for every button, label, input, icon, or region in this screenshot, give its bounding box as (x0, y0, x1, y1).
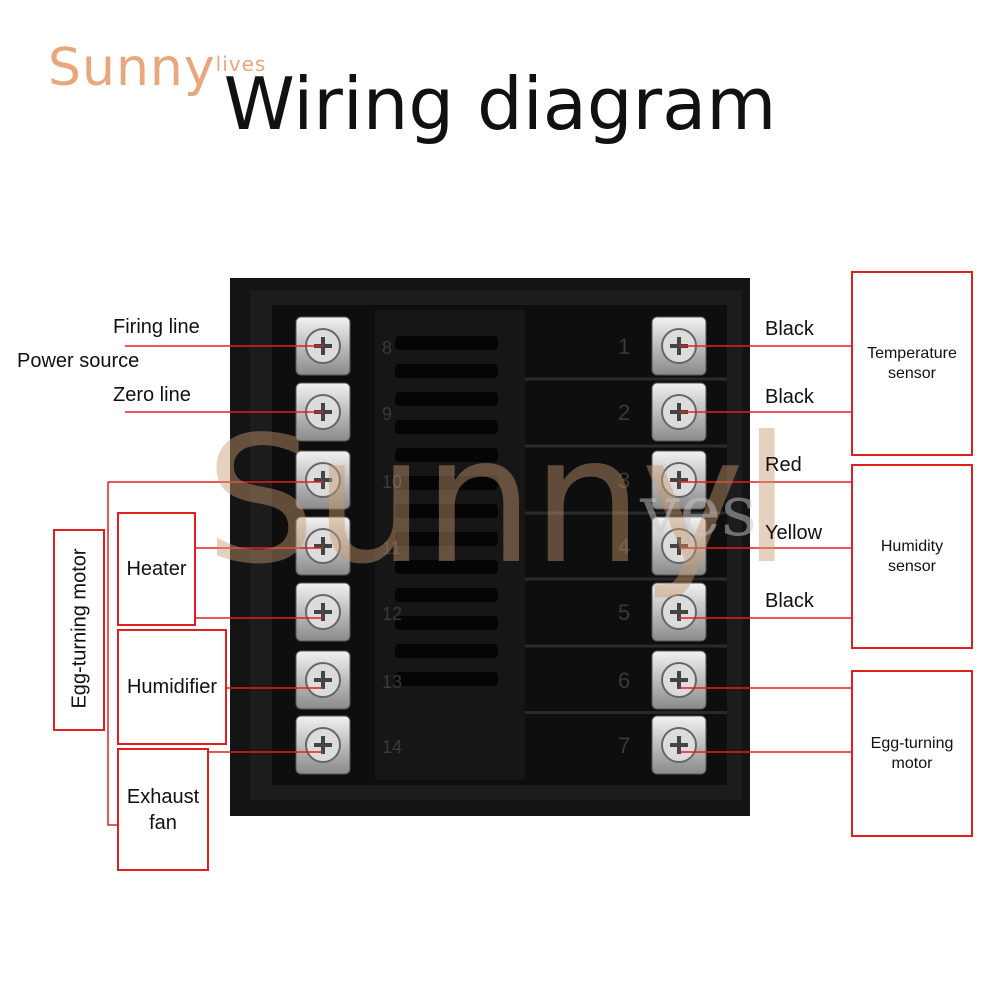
power-source-label: Power source (17, 350, 140, 372)
page-title: Wiring diagram (223, 62, 777, 146)
screw-terminal (295, 450, 351, 510)
vent-slot (395, 336, 498, 350)
terminal-row-separators (525, 377, 727, 714)
terminal-number-left: 12 (382, 604, 402, 624)
vent-slot (395, 504, 498, 518)
terminal-number-right: 2 (618, 400, 630, 425)
vent-slot (395, 476, 498, 490)
vent-slots (395, 336, 498, 686)
wire-color-label-3: Red (765, 454, 802, 476)
watermark-text: Sunnyl (205, 400, 791, 603)
terminal-number-right: 1 (618, 334, 630, 359)
watermark-small-text: ves (640, 470, 757, 552)
screw-terminal (295, 715, 351, 775)
terminal-number-right: 3 (618, 468, 630, 493)
exhaust-fan-label: Exhaust fan (126, 785, 200, 834)
egg-turning-motor-box-left (53, 529, 105, 731)
temperature-sensor-label: Temperature sensor (867, 344, 957, 382)
vent-slot (395, 420, 498, 434)
terminal-number-left: 11 (382, 538, 401, 558)
screw-terminal (651, 450, 707, 510)
terminal-number-left: 14 (382, 737, 402, 757)
screw-slot (314, 736, 332, 754)
screw-slot (670, 671, 688, 689)
screw-slot (314, 537, 332, 555)
screw-slot (670, 736, 688, 754)
vent-slot (395, 616, 498, 630)
screw-terminal (295, 650, 351, 710)
wire (107, 482, 117, 826)
wire-color-label-5: Black (765, 590, 814, 612)
terminal-number-left: 9 (382, 404, 392, 424)
vent-slot (395, 672, 498, 686)
screw-terminal (651, 650, 707, 710)
vent-slot (395, 364, 498, 378)
vent-slot (395, 644, 498, 658)
screw-terminal (295, 516, 351, 576)
wires (107, 345, 851, 826)
terminal-number-left: 10 (382, 472, 402, 492)
humidifier-box: Humidifier (117, 629, 227, 745)
vent-slot (395, 448, 498, 462)
vent-slot (395, 560, 498, 574)
zero-line-label: Zero line (113, 384, 191, 406)
firing-line-label: Firing line (113, 316, 200, 338)
terminal-number-left: 8 (382, 338, 392, 358)
logo-main-text: Sunny (48, 38, 216, 98)
humidity-sensor-label: Humidity sensor (880, 537, 944, 575)
logo-small-text: lives (215, 52, 267, 76)
screw-slot (670, 471, 688, 489)
vent-slot (395, 392, 498, 406)
screw-terminal (651, 582, 707, 642)
exhaust-fan-box: Exhaust fan (117, 748, 209, 871)
screw-slot (314, 471, 332, 489)
wire-color-label-2: Black (765, 386, 814, 408)
screw-terminal (295, 582, 351, 642)
terminal-number-right: 7 (618, 733, 630, 758)
vent-slot (395, 588, 498, 602)
brand-logo: Sunnylives (48, 38, 266, 98)
temperature-sensor-box: Temperature sensor (851, 271, 973, 456)
egg-turning-motor-box-right: Egg-turning motor (851, 670, 973, 837)
egg-turning-motor-label-right: Egg-turning motor (870, 734, 954, 772)
terminal-number-right: 5 (618, 600, 630, 625)
terminal-number-right: 6 (618, 668, 630, 693)
humidity-sensor-box: Humidity sensor (851, 464, 973, 649)
screw-terminal (651, 715, 707, 775)
screw-terminal (651, 516, 707, 576)
heater-box: Heater (117, 512, 196, 626)
humidifier-label: Humidifier (126, 675, 218, 698)
screw-slot (314, 671, 332, 689)
screw-slot (670, 537, 688, 555)
terminal-number-left: 13 (382, 672, 402, 692)
heater-label: Heater (126, 557, 187, 580)
wire-color-label-4: Yellow (765, 522, 823, 544)
vent-slot (395, 532, 498, 546)
terminal-number-right: 4 (618, 534, 630, 559)
screw-terminals (295, 316, 707, 775)
wire-color-label-1: Black (765, 318, 814, 340)
